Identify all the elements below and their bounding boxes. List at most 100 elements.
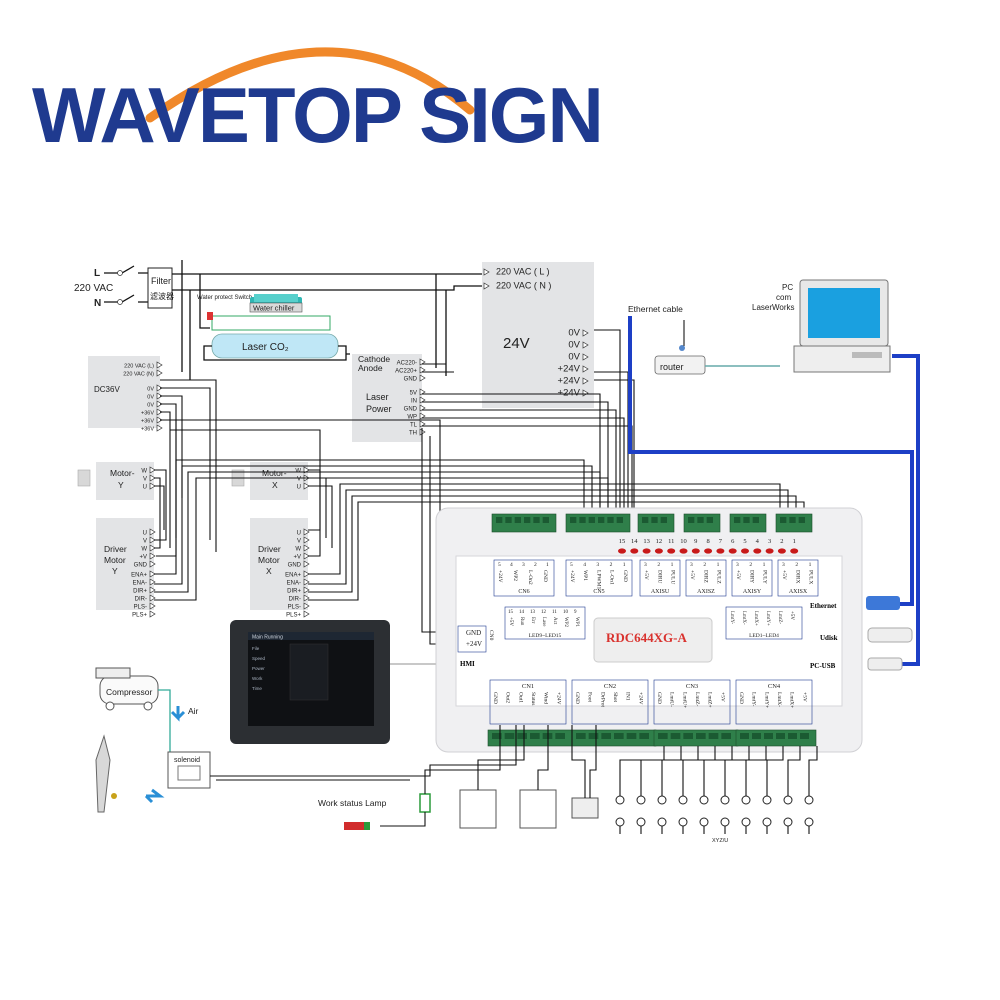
- connector-name: AXISZ: [697, 589, 715, 595]
- dc36v-output-label: 0V: [147, 387, 154, 393]
- model-plate: [593, 617, 713, 663]
- top-number: 12: [656, 538, 663, 545]
- terminal-screw: [683, 733, 693, 739]
- dc36v-output-pin: [156, 424, 163, 432]
- air-label: Air: [188, 706, 199, 716]
- hmi-preview: [289, 643, 329, 701]
- hmi-connector-frame: [457, 625, 487, 653]
- top-number: 10: [680, 538, 687, 545]
- ethernet-label: Ethernet: [810, 602, 837, 610]
- driver-x-signal-pin: [303, 578, 310, 586]
- water-loop: [211, 315, 331, 331]
- connector-name: AXISU: [651, 589, 670, 595]
- psu24-title: 24V: [503, 335, 530, 352]
- connector-pin-label: PULU: [670, 570, 676, 584]
- status-led: [691, 548, 700, 554]
- connector-pin-label: L-On1: [609, 570, 615, 585]
- led-pin-label: LmtY+: [765, 611, 770, 626]
- terminal-screw: [601, 733, 611, 739]
- hmi-pin-label: GND: [466, 629, 481, 637]
- bottom-pin-label: Out1: [517, 692, 523, 703]
- driver-x-power-pin: [303, 536, 310, 544]
- connector-name: CN5: [593, 589, 604, 595]
- terminal-screw: [651, 517, 658, 523]
- motor-y-label: V: [143, 477, 147, 483]
- chiller-label-bg: [249, 302, 303, 313]
- hmi-list-item: Work: [252, 676, 263, 681]
- connector-pin-label: LPWM1: [595, 570, 601, 590]
- laser-tube-label: Laser CO₂: [242, 342, 289, 353]
- connector-pin-label: WP1: [582, 570, 588, 581]
- hmi-list-item: Time: [252, 686, 262, 691]
- terminal-screw: [555, 733, 565, 739]
- driver-x-power-label: W: [295, 547, 301, 553]
- terminal-screw: [734, 517, 741, 523]
- top-number: 2: [780, 538, 783, 545]
- dc36v-output-pin: [156, 400, 163, 408]
- dc36v-box: [88, 356, 160, 428]
- led-pin-label: +5V: [789, 611, 794, 620]
- terminal-screw: [533, 517, 540, 523]
- connector-pin-number: 1: [671, 562, 674, 568]
- dc36v-input-pin: [156, 361, 163, 369]
- status-led: [765, 548, 774, 554]
- limit-switch-wire: [787, 746, 801, 834]
- connector-pin-number: 2: [795, 562, 798, 568]
- top-number: 3: [768, 538, 771, 545]
- terminal-screw: [696, 733, 706, 739]
- led-pin-label: Act: [552, 617, 557, 625]
- terminal-screw: [570, 517, 577, 523]
- peripherals-bottom: Work status Lamp XYZ/U: [318, 725, 818, 844]
- psu24-box: [482, 262, 594, 408]
- ethernet-cable-label: Ethernet cable: [628, 304, 683, 314]
- pcusb-label: PC-USB: [810, 662, 836, 670]
- laser-ctrl-label: IN: [411, 399, 417, 405]
- driver-x-signal-label: PLS-: [288, 605, 301, 611]
- limit-switch-contact: [741, 795, 751, 805]
- driver-x-power-pin: [303, 544, 310, 552]
- chiller-label: Water chiller: [253, 304, 295, 313]
- driver-x-power-label: V: [297, 539, 301, 545]
- bottom-connector-frame: [571, 679, 649, 725]
- limit-switch-wire: [808, 746, 818, 834]
- bottom-connector-name: CN1: [522, 683, 534, 690]
- terminal-screw: [598, 517, 605, 523]
- status-led: [679, 548, 688, 554]
- hmi-pin-label: +24V: [466, 640, 482, 648]
- compressor-label: Compressor: [106, 687, 152, 697]
- sensor-1: [459, 789, 497, 829]
- motor-y-label: W: [141, 469, 147, 475]
- signal-wires: [154, 329, 805, 660]
- top-number: 14: [631, 538, 638, 545]
- top-number: 7: [719, 538, 723, 545]
- bottom-connector-name: CN2: [604, 683, 616, 690]
- connector-pin-number: 1: [623, 562, 626, 568]
- terminal-screw: [514, 517, 521, 523]
- top-number: 8: [706, 538, 709, 545]
- driver-y-signal-label: DIR-: [135, 597, 147, 603]
- top-number: 13: [643, 538, 650, 545]
- connector-pin-label: +5V: [643, 570, 649, 580]
- tube-wires: [203, 345, 350, 361]
- bottom-pin-label: Foot: [587, 692, 593, 703]
- terminal-screw: [658, 733, 668, 739]
- hmi-header: Main Running: [252, 635, 283, 641]
- connector-name: AXISY: [743, 589, 762, 595]
- laser-head: [95, 734, 111, 813]
- psu24-output-label: 0V: [568, 340, 580, 351]
- hmi-list-item: File: [252, 646, 260, 651]
- connector-pin-label: WP2: [512, 570, 518, 581]
- top-number: 1: [793, 538, 796, 545]
- bottom-connector-frame: [489, 679, 567, 725]
- laser-ctrl-label: WP: [407, 415, 417, 421]
- sensor-2: [519, 789, 557, 829]
- terminal-screw: [614, 733, 624, 739]
- dc36v-output-label: +36V: [141, 427, 154, 433]
- driver-x-signal-pin: [303, 610, 310, 618]
- driver-x-box: [250, 518, 308, 610]
- led-number: 11: [552, 610, 557, 615]
- laser-ctrl-label: TL: [410, 423, 418, 429]
